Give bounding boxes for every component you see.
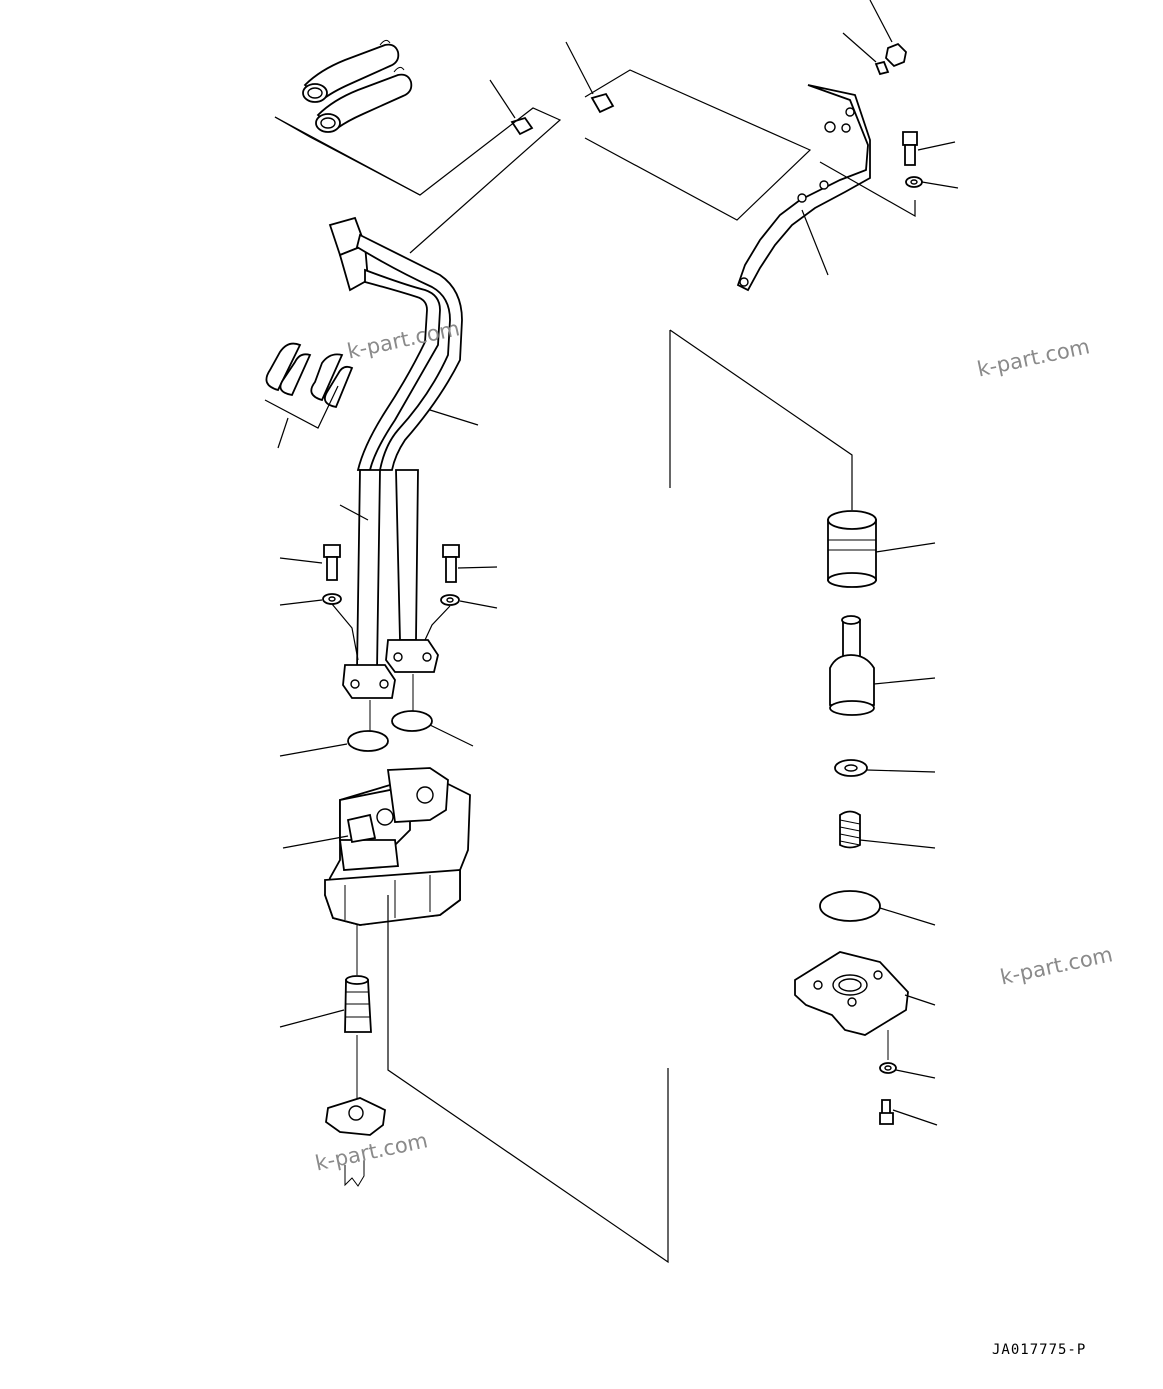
washer-left [279, 593, 342, 606]
washer-seat [834, 759, 936, 777]
flange-cover [794, 951, 936, 1036]
o-ring-left [279, 730, 389, 757]
washer-right-bracket [905, 176, 959, 189]
nut-top-right [869, 0, 907, 68]
spring [839, 810, 936, 849]
bolt-bottom-right [879, 1099, 938, 1126]
valve-plunger [829, 615, 936, 716]
hose-clip-left [489, 79, 534, 136]
hose-clip-right [565, 41, 615, 114]
hose-assembly [274, 39, 421, 196]
tube-flange-left [342, 664, 396, 699]
lower-flange-fragment [325, 1097, 386, 1187]
washer-top-right [842, 32, 890, 76]
washer-right [440, 594, 498, 609]
drawing-code: JA017775-P [992, 1342, 1087, 1358]
cap-piston [827, 510, 936, 588]
valve-body [282, 767, 471, 926]
u-clip-right [310, 353, 354, 409]
bolt-right [442, 544, 498, 583]
o-ring-large [819, 890, 936, 926]
bolt-left [279, 544, 341, 581]
bolt-top-right [902, 131, 956, 166]
tube-assembly [328, 216, 479, 671]
washer-bottom-right [879, 1062, 936, 1079]
spool-cartridge [279, 975, 372, 1033]
u-clip-left [265, 342, 312, 397]
tube-flange-right [385, 639, 439, 673]
o-ring-right [391, 710, 474, 747]
mounting-bracket [736, 84, 871, 292]
